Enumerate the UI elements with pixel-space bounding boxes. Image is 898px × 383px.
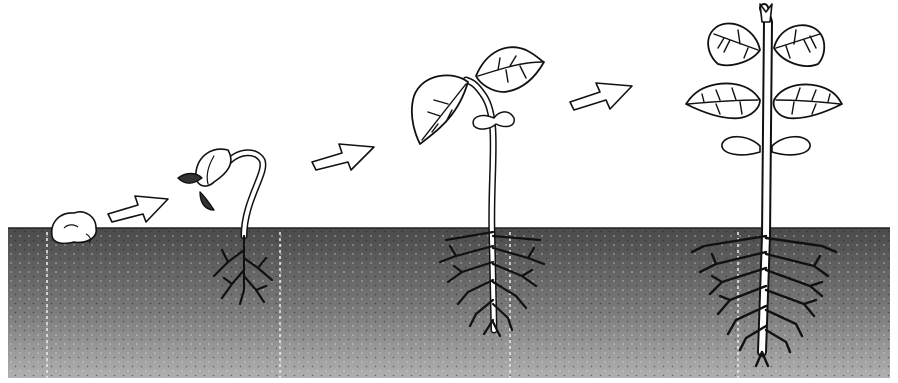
arrow-2 [312, 144, 374, 170]
stage-seed [52, 212, 96, 243]
arrow-3 [570, 83, 632, 110]
soil [8, 228, 890, 378]
arrow-1 [108, 196, 168, 222]
